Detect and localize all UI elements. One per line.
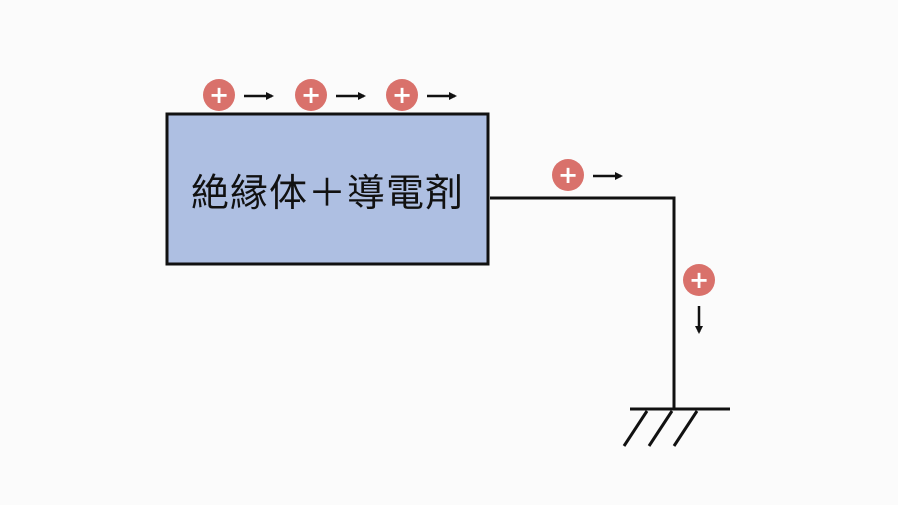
surface-charge-1: + [203, 79, 274, 111]
wire-charge-vertical: + [683, 264, 715, 334]
charge-sign: + [301, 81, 321, 109]
charge-sign: + [689, 266, 709, 294]
positive-charge-icon [386, 79, 418, 111]
charge-sign: + [209, 81, 229, 109]
surface-charge-2: + [295, 79, 366, 111]
positive-charge-icon [295, 79, 327, 111]
surface-charge-3: + [386, 79, 457, 111]
ground-wire [490, 196, 676, 409]
ground-symbol-icon [622, 407, 730, 447]
insulator-block [165, 112, 490, 266]
positive-charge-icon [683, 264, 715, 296]
charge-sign: + [558, 161, 578, 189]
wire-charge-horizontal: + [552, 159, 623, 191]
charge-sign: + [392, 81, 412, 109]
positive-charge-icon [552, 159, 584, 191]
positive-charge-icon [203, 79, 235, 111]
